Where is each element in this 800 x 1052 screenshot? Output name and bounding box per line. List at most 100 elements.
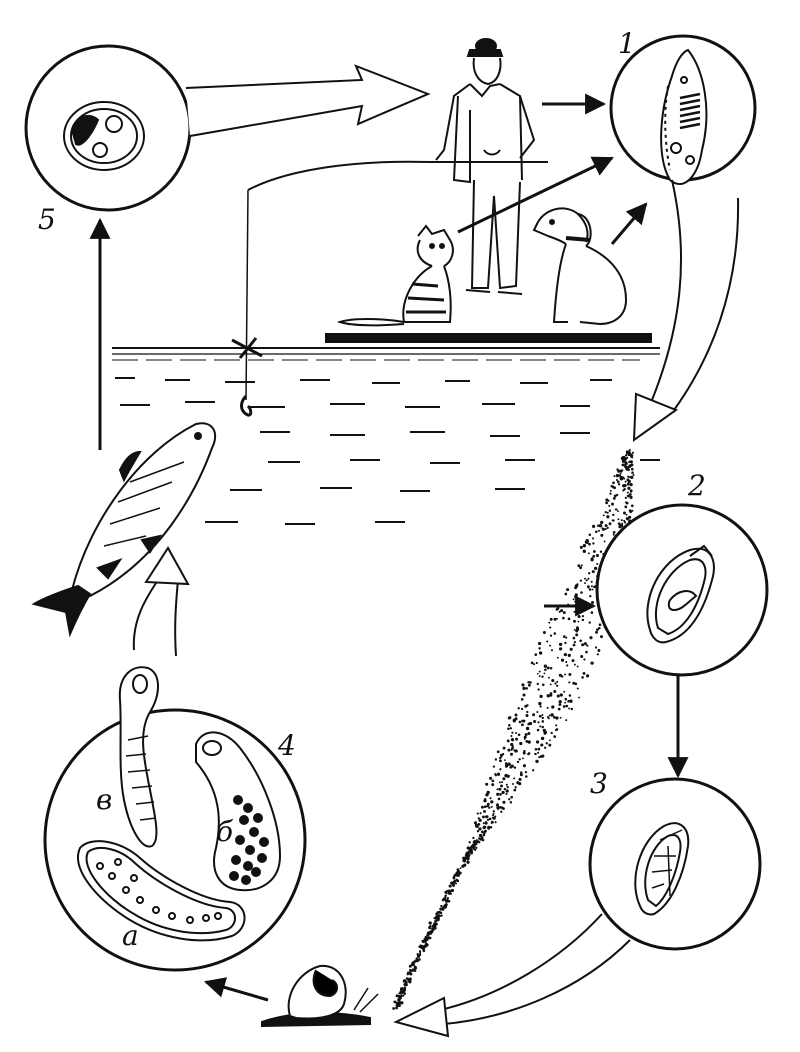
arrow-cat-to-1	[457, 156, 614, 234]
egg-dot	[521, 757, 524, 760]
egg-dot	[475, 839, 478, 842]
egg-dot	[534, 653, 538, 656]
adult-fluke-icon	[660, 48, 708, 186]
egg-dot	[598, 623, 602, 627]
egg-dot	[456, 879, 460, 883]
egg-dot	[615, 478, 619, 482]
egg-dot	[591, 588, 594, 591]
egg-dot	[425, 943, 429, 947]
egg-dot	[593, 550, 596, 553]
egg-dot	[510, 795, 514, 799]
egg-dot	[591, 537, 595, 540]
egg-dot	[629, 482, 633, 487]
egg-dot	[628, 464, 632, 468]
egg-dot	[590, 557, 594, 560]
egg-dot	[590, 661, 594, 665]
egg-dot	[520, 707, 524, 711]
egg-dot	[628, 515, 632, 519]
egg-dot	[532, 713, 536, 717]
egg-dot	[521, 683, 525, 687]
egg-dot	[477, 823, 481, 826]
egg-dot	[628, 460, 631, 464]
egg-dot	[559, 716, 562, 719]
egg-dot	[555, 728, 559, 731]
egg-dot	[592, 542, 595, 545]
egg-dot	[591, 601, 594, 604]
egg-dot	[595, 553, 599, 558]
egg-dot	[537, 688, 540, 691]
egg-dot	[498, 781, 501, 784]
egg-dot	[422, 949, 426, 953]
egg-dot	[395, 1004, 399, 1008]
egg-dot	[630, 463, 634, 467]
egg-dot	[564, 697, 568, 701]
arrow-dog-to-1	[610, 202, 648, 245]
egg-dot	[555, 608, 559, 611]
egg-dot	[485, 793, 489, 797]
egg-dot	[466, 854, 470, 858]
egg-dot	[400, 1001, 404, 1005]
egg-dot	[551, 678, 555, 683]
egg-dot	[476, 830, 480, 833]
egg-dot	[567, 653, 571, 658]
egg-dot	[549, 739, 551, 742]
egg-dot	[433, 916, 436, 920]
egg-dot	[572, 643, 576, 647]
egg-dot	[522, 686, 526, 691]
egg-dot	[593, 566, 598, 571]
egg-icon	[646, 544, 715, 644]
egg-dot	[534, 753, 537, 756]
egg-dot	[482, 815, 485, 819]
egg-dot	[538, 641, 542, 646]
egg-dot	[436, 917, 439, 921]
egg-dot	[532, 769, 535, 772]
egg-dot	[618, 525, 622, 529]
egg-dot	[483, 829, 487, 833]
egg-dot	[548, 714, 551, 717]
egg-dot	[573, 663, 576, 666]
stage-4-label: 4	[278, 729, 296, 762]
egg-dot	[430, 930, 434, 934]
egg-dot	[583, 607, 588, 612]
egg-dot	[505, 763, 509, 767]
egg-dot	[631, 451, 635, 454]
egg-dot	[533, 720, 537, 723]
egg-dot	[604, 524, 608, 528]
egg-dot	[486, 790, 490, 795]
egg-dot	[519, 771, 523, 774]
egg-dot	[567, 699, 570, 703]
egg-dot	[496, 750, 500, 754]
egg-dot	[400, 988, 404, 992]
egg-dot	[562, 705, 566, 708]
egg-dot	[605, 501, 608, 505]
egg-dot	[627, 468, 630, 471]
egg-dot	[523, 749, 526, 753]
egg-dot	[627, 486, 631, 490]
egg-dot	[499, 753, 503, 757]
egg-dot	[512, 783, 514, 785]
egg-dot	[499, 759, 502, 763]
egg-dot	[547, 717, 550, 720]
egg-dot	[520, 698, 524, 701]
egg-dot	[403, 978, 407, 982]
egg-dot	[423, 940, 426, 943]
egg-dot	[518, 777, 522, 781]
egg-dot	[631, 471, 634, 474]
egg-dot	[629, 448, 631, 451]
egg-dot	[632, 473, 635, 477]
egg-dot	[630, 467, 634, 471]
egg-dot	[595, 630, 598, 634]
egg-dot	[508, 798, 511, 801]
egg-dot	[612, 481, 615, 485]
arrow-snail-to-4	[203, 977, 269, 1002]
egg-dot	[542, 631, 546, 634]
egg-dot	[522, 693, 526, 697]
egg-dot	[472, 844, 476, 848]
egg-dot	[621, 459, 626, 463]
egg-dot	[591, 570, 595, 574]
egg-dot	[486, 804, 489, 808]
egg-dot	[472, 836, 475, 840]
egg-dot	[490, 820, 494, 824]
egg-dot	[511, 738, 515, 742]
